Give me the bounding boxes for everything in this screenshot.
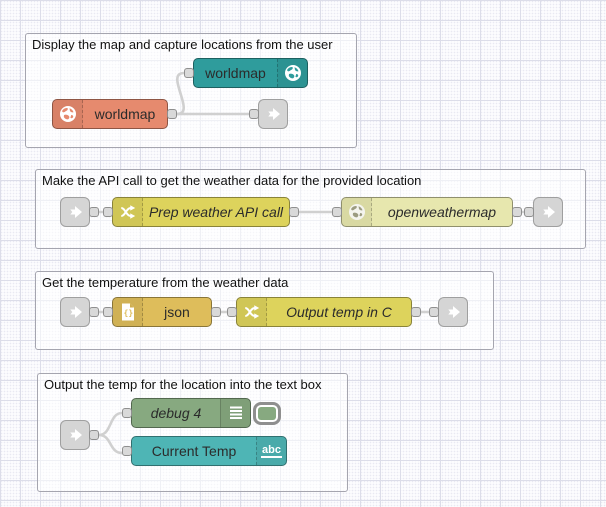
output-port[interactable] bbox=[89, 430, 99, 440]
link-out-icon bbox=[444, 306, 460, 318]
output-port[interactable] bbox=[89, 207, 99, 217]
node-label: worldmap bbox=[94, 106, 156, 122]
output-port[interactable] bbox=[411, 307, 421, 317]
link-in-icon bbox=[66, 206, 82, 218]
link-in-icon bbox=[66, 429, 82, 441]
output-port[interactable] bbox=[512, 207, 522, 217]
node-function-output-temp[interactable]: Output temp in C bbox=[236, 297, 412, 327]
json-file-icon: {} bbox=[113, 298, 143, 326]
svg-text:{}: {} bbox=[123, 309, 133, 318]
node-openweathermap[interactable]: openweathermap bbox=[341, 197, 513, 227]
input-port[interactable] bbox=[103, 207, 113, 217]
node-link-out[interactable] bbox=[533, 197, 563, 227]
link-out-icon bbox=[264, 108, 280, 120]
input-port[interactable] bbox=[103, 307, 113, 317]
node-label: Current Temp bbox=[151, 443, 237, 459]
group-display-map[interactable]: Display the map and capture locations fr… bbox=[25, 33, 357, 148]
node-label: debug 4 bbox=[150, 405, 202, 421]
function-icon bbox=[237, 298, 267, 326]
input-port[interactable] bbox=[429, 307, 439, 317]
node-link-in[interactable] bbox=[60, 420, 90, 450]
group-label: Get the temperature from the weather dat… bbox=[42, 275, 289, 290]
node-current-temp-text[interactable]: Current Temp abc bbox=[131, 436, 287, 466]
group-label: Make the API call to get the weather dat… bbox=[42, 173, 422, 188]
node-link-in[interactable] bbox=[60, 197, 90, 227]
group-label: Display the map and capture locations fr… bbox=[32, 37, 333, 52]
input-port[interactable] bbox=[332, 207, 342, 217]
input-port[interactable] bbox=[524, 207, 534, 217]
debug-toggle-state bbox=[258, 407, 276, 420]
node-worldmap-in[interactable]: worldmap bbox=[52, 99, 168, 129]
abc-icon: abc bbox=[256, 437, 286, 465]
node-label: Output temp in C bbox=[286, 304, 392, 320]
node-label: Prep weather API call bbox=[148, 204, 284, 220]
node-label: json bbox=[164, 304, 190, 320]
input-port[interactable] bbox=[227, 307, 237, 317]
node-link-out[interactable] bbox=[258, 99, 288, 129]
input-port[interactable] bbox=[184, 68, 194, 78]
input-port[interactable] bbox=[122, 408, 132, 418]
function-icon bbox=[113, 198, 143, 226]
output-port[interactable] bbox=[211, 307, 221, 317]
globe-icon bbox=[277, 59, 307, 87]
node-link-out[interactable] bbox=[438, 297, 468, 327]
group-output-temp[interactable]: Output the temp for the location into th… bbox=[37, 373, 348, 492]
debug-icon bbox=[220, 399, 250, 427]
group-label: Output the temp for the location into th… bbox=[44, 377, 322, 392]
output-port[interactable] bbox=[289, 207, 299, 217]
link-in-icon bbox=[66, 306, 82, 318]
node-label: openweathermap bbox=[387, 204, 497, 220]
node-debug[interactable]: debug 4 bbox=[131, 398, 251, 428]
node-json[interactable]: {} json bbox=[112, 297, 212, 327]
globe-icon bbox=[53, 100, 83, 128]
output-port[interactable] bbox=[89, 307, 99, 317]
node-function-prep-weather[interactable]: Prep weather API call bbox=[112, 197, 290, 227]
output-port[interactable] bbox=[167, 109, 177, 119]
input-port[interactable] bbox=[122, 446, 132, 456]
input-port[interactable] bbox=[249, 109, 259, 119]
debug-toggle-button[interactable] bbox=[253, 402, 281, 425]
node-link-in[interactable] bbox=[60, 297, 90, 327]
node-label: worldmap bbox=[205, 65, 266, 81]
link-out-icon bbox=[539, 206, 555, 218]
globe-icon bbox=[342, 198, 372, 226]
node-worldmap-display[interactable]: worldmap bbox=[193, 58, 308, 88]
